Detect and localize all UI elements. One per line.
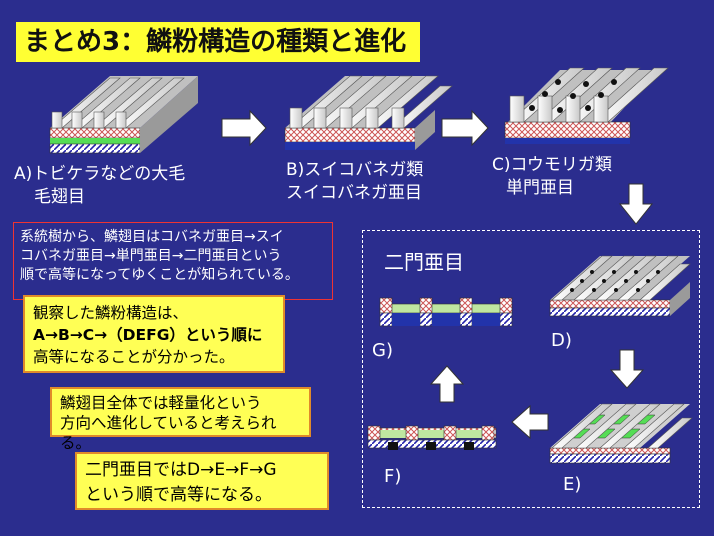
arrow-right-icon bbox=[441, 109, 489, 147]
label-b-suborder: スイコバネガ亜目 bbox=[286, 183, 422, 203]
ditrysia-note-line: という順で高等になる。 bbox=[85, 485, 272, 505]
arrow-down-icon bbox=[618, 183, 654, 225]
label-a-order: 毛翅目 bbox=[34, 187, 85, 207]
arrow-up-icon bbox=[429, 365, 465, 403]
trend-note-line: 方向へ進化していると考えられる。 bbox=[60, 414, 277, 452]
scale-diagram-f bbox=[367, 425, 497, 450]
arrow-right-icon bbox=[221, 109, 267, 147]
observation-note-line: 観察した鱗粉構造は、 bbox=[33, 304, 189, 322]
observation-note-line: A→B→C→（DEFG）という順に bbox=[33, 326, 263, 344]
observation-note-line: 高等になることが分かった。 bbox=[33, 348, 235, 366]
label-b-title: B)スイコバネガ類 bbox=[286, 160, 424, 180]
label-c-suborder: 単門亜目 bbox=[506, 178, 574, 198]
slide-title: まとめ3：鱗粉構造の種類と進化 bbox=[16, 22, 420, 62]
ditrysia-group-box bbox=[362, 230, 700, 508]
scale-diagram-g bbox=[379, 297, 513, 327]
scale-diagram-a bbox=[49, 76, 198, 154]
label-g: G) bbox=[372, 340, 393, 361]
observation-note: 観察した鱗粉構造は、 A→B→C→（DEFG）という順に 高等になることが分かっ… bbox=[23, 295, 285, 373]
label-e: E) bbox=[563, 474, 582, 495]
phylogeny-note-line: コバネガ亜目→単門亜目→二門亜目という bbox=[20, 248, 282, 264]
scale-diagram-c bbox=[504, 67, 669, 144]
ditrysia-note-line: 二門亜目ではD→E→F→G bbox=[85, 460, 277, 480]
scale-diagram-e bbox=[549, 403, 693, 464]
phylogeny-note-line: 系統樹から、鱗翅目はコバネガ亜目→スイ bbox=[20, 229, 284, 245]
phylogeny-note-line: 順で高等になってゆくことが知られている。 bbox=[20, 267, 299, 283]
trend-note-line: 鱗翅目全体では軽量化という bbox=[60, 394, 262, 412]
group-title: 二門亜目 bbox=[384, 250, 464, 274]
label-f: F) bbox=[384, 466, 402, 487]
scale-diagram-b bbox=[284, 75, 453, 150]
arrow-down-icon bbox=[609, 349, 645, 389]
phylogeny-note: 系統樹から、鱗翅目はコバネガ亜目→スイ コバネガ亜目→単門亜目→二門亜目という … bbox=[13, 222, 333, 300]
ditrysia-note: 二門亜目ではD→E→F→G という順で高等になる。 bbox=[75, 452, 329, 510]
label-c-title: C)コウモリガ類 bbox=[492, 155, 612, 175]
scale-diagram-d bbox=[549, 255, 691, 317]
arrow-left-icon bbox=[511, 404, 549, 440]
trend-note: 鱗翅目全体では軽量化という 方向へ進化していると考えられる。 bbox=[50, 387, 311, 452]
label-d: D) bbox=[551, 330, 572, 351]
label-a-title: A)トビケラなどの大毛 bbox=[14, 164, 186, 184]
